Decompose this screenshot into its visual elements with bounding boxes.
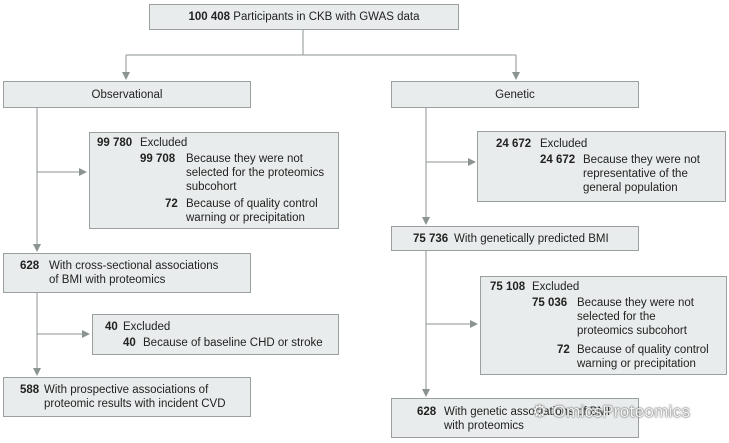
observational-box: Observational bbox=[3, 81, 251, 108]
obs-excluded2-label: Excluded bbox=[123, 321, 171, 333]
watermark: ⚙ OmicsProteomics bbox=[532, 402, 690, 422]
gen-excluded2-box: 75 108 Excluded 75 036 Because they were… bbox=[480, 276, 727, 375]
obs-excluded1-reason2-count: 72 bbox=[165, 198, 178, 210]
gen-excluded1-reason1-count: 24 672 bbox=[540, 154, 576, 166]
obs-excluded1-reason1-line3: subcohort bbox=[186, 181, 237, 193]
obs-excluded2-count: 40 bbox=[105, 321, 118, 333]
obs-cross-box: 628 With cross-sectional associations of… bbox=[3, 253, 251, 293]
gen-final-box: 628 With genetic associations of BMI wit… bbox=[391, 398, 639, 438]
gen-excluded2-reason1-count: 75 036 bbox=[532, 297, 568, 309]
gen-excluded1-label: Excluded bbox=[540, 138, 588, 150]
obs-excluded1-reason2-line2: warning or precipitation bbox=[186, 212, 305, 224]
gen-excluded2-reason1-line1: Because they were not bbox=[577, 297, 694, 309]
gen-predicted-label: With genetically predicted BMI bbox=[454, 233, 609, 245]
obs-cross-count: 628 bbox=[20, 260, 40, 272]
gen-predicted-count: 75 736 bbox=[413, 233, 449, 245]
obs-cross-line1: With cross-sectional associations bbox=[49, 260, 219, 272]
gen-excluded2-reason2-line1: Because of quality control bbox=[577, 344, 709, 356]
obs-prospective-box: 588 With prospective associations of pro… bbox=[3, 377, 251, 417]
gen-final-line2: with proteomics bbox=[444, 420, 524, 432]
obs-prospective-line2: proteomic results with incident CVD bbox=[44, 398, 226, 410]
gen-excluded2-reason1-line3: proteomics subcohort bbox=[577, 325, 687, 337]
obs-excluded1-reason1-count: 99 708 bbox=[140, 153, 176, 165]
obs-excluded2-box: 40 Excluded 40 Because of baseline CHD o… bbox=[92, 314, 339, 355]
top-label: Participants in CKB with GWAS data bbox=[233, 11, 420, 23]
obs-excluded1-label: Excluded bbox=[140, 137, 188, 149]
gen-final-line1: With genetic associations of BMI bbox=[444, 406, 611, 418]
watermark-logo-icon: ⚙ bbox=[532, 402, 548, 421]
obs-prospective-count: 588 bbox=[20, 384, 40, 396]
gen-excluded2-reason2-line2: warning or precipitation bbox=[577, 358, 696, 370]
gen-excluded2-reason2-count: 72 bbox=[557, 344, 570, 356]
obs-excluded1-reason1-line1: Because they were not bbox=[186, 153, 303, 165]
obs-excluded1-box: 99 780 Excluded 99 708 Because they were… bbox=[89, 132, 339, 229]
genetic-title: Genetic bbox=[495, 88, 535, 101]
genetic-box: Genetic bbox=[391, 81, 639, 108]
watermark-text: OmicsProteomics bbox=[552, 402, 691, 421]
obs-excluded2-reason1-count: 40 bbox=[123, 337, 136, 349]
obs-prospective-line1: With prospective associations of bbox=[44, 384, 209, 396]
gen-predicted-box: 75 736 With genetically predicted BMI bbox=[391, 226, 639, 251]
gen-excluded1-reason1-line1: Because they were not bbox=[583, 154, 700, 166]
gen-excluded1-box: 24 672 Excluded 24 672 Because they were… bbox=[477, 131, 726, 202]
gen-excluded1-reason1-line2: representative of the bbox=[583, 168, 688, 180]
obs-cross-line2: of BMI with proteomics bbox=[49, 274, 166, 286]
gen-excluded2-label: Excluded bbox=[532, 281, 580, 293]
gen-excluded2-reason1-line2: selected for the bbox=[577, 311, 656, 323]
top-box: 100 408 Participants in CKB with GWAS da… bbox=[149, 4, 459, 30]
top-count: 100 408 bbox=[188, 11, 231, 23]
gen-excluded1-reason1-line3: general population bbox=[583, 182, 678, 194]
obs-excluded1-reason2-line1: Because of quality control bbox=[186, 198, 318, 210]
gen-excluded2-count: 75 108 bbox=[490, 281, 526, 293]
obs-excluded1-count: 99 780 bbox=[97, 137, 133, 149]
gen-final-count: 628 bbox=[417, 406, 437, 418]
observational-title: Observational bbox=[91, 88, 163, 101]
obs-excluded1-reason1-line2: selected for the proteomics bbox=[186, 167, 325, 179]
obs-excluded2-reason1-label: Because of baseline CHD or stroke bbox=[143, 337, 323, 349]
gen-excluded1-count: 24 672 bbox=[496, 138, 532, 150]
